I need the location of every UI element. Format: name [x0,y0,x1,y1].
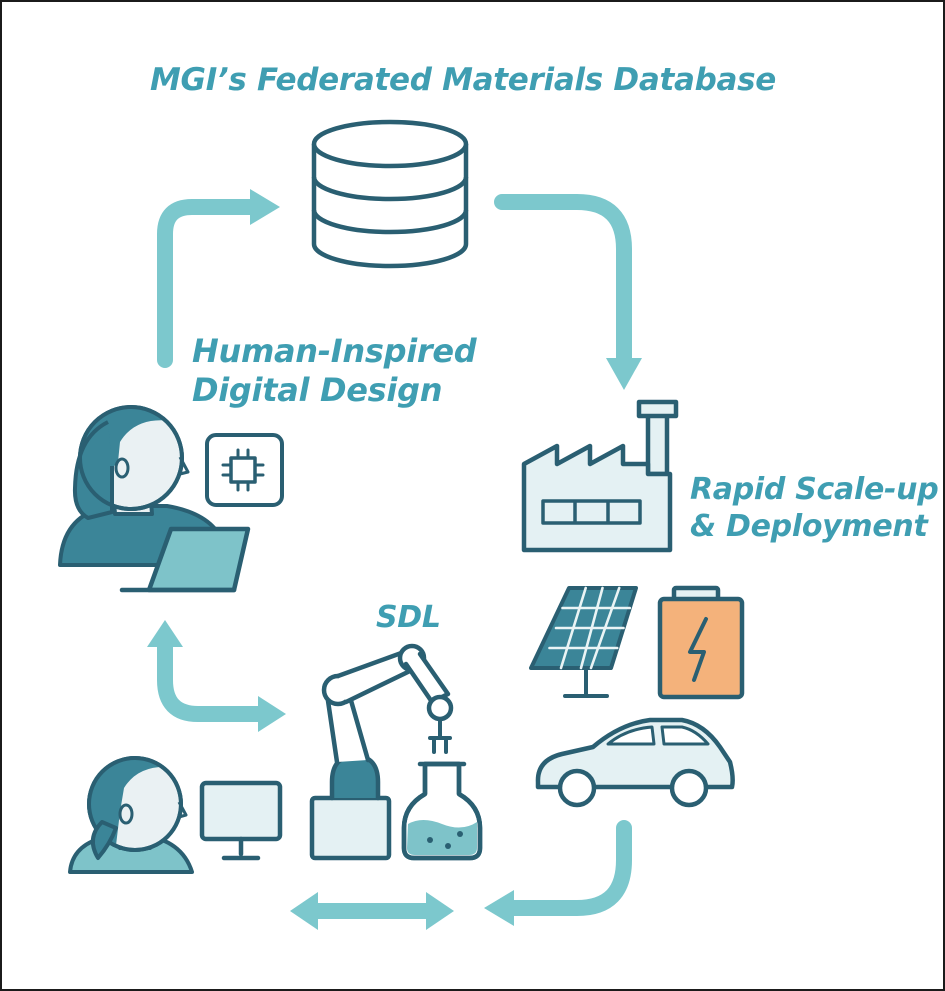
arrowhead-double-left [290,892,318,930]
laptop-icon [119,526,251,593]
arrowhead-to-factory [606,358,642,390]
database-title: MGI’s Federated Materials Database [150,62,776,98]
sdl-label: SDL [376,600,441,635]
scale-up-line-1: Rapid Scale-up [690,472,939,507]
battery-icon [657,585,745,700]
arrow-database-to-factory [494,194,632,368]
arrowhead-to-database [250,189,280,225]
human-inspired-design-label: Human-Inspired Digital Design [192,332,477,410]
chip-icon [205,433,284,507]
database-icon [311,119,469,269]
car-icon [535,717,735,808]
human-design-line-2: Digital Design [192,371,443,410]
arrow-design-sdl-link [157,637,268,722]
arrowhead-to-sdl [258,696,286,732]
solar-panel-icon [529,586,638,698]
arrowhead-bottom-left [484,890,514,926]
rapid-scale-up-label: Rapid Scale-up & Deployment [690,472,939,545]
flow-arrows [157,194,632,919]
robot-arm-icon [309,643,454,861]
arrow-heads [147,189,642,930]
arrowhead-double-right [426,892,454,930]
human-design-line-1: Human-Inspired [192,332,477,370]
monitor-icon [199,780,283,861]
arrowhead-up-designer [147,620,183,647]
lab-person-icon [68,756,194,874]
factory-icon [521,399,679,553]
arrow-design-to-database [157,199,260,368]
arrow-car-to-bottom [504,820,632,916]
scale-up-line-2: & Deployment [690,508,928,544]
flask-icon [401,761,483,861]
